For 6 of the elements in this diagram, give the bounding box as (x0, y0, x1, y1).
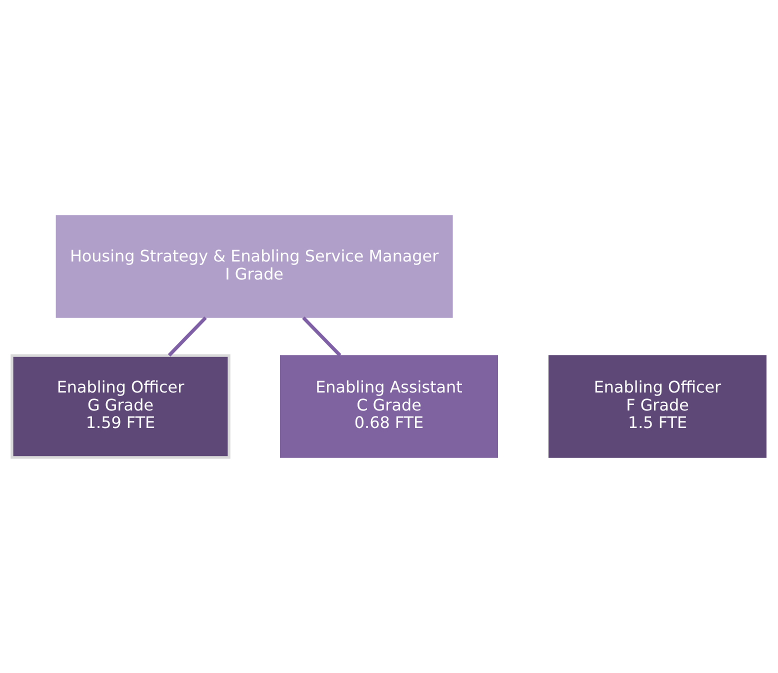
connector (168, 316, 207, 357)
node-box: Housing Strategy & Enabling Service Manager I Grade (56, 215, 453, 318)
node-box: Enabling Officer G Grade 1.59 FTE (10, 354, 230, 459)
node-box: Enabling Assistant C Grade 0.68 FTE (280, 355, 498, 458)
node-box: Enabling Officer F Grade 1.5 FTE (548, 355, 766, 458)
connector (302, 316, 342, 357)
